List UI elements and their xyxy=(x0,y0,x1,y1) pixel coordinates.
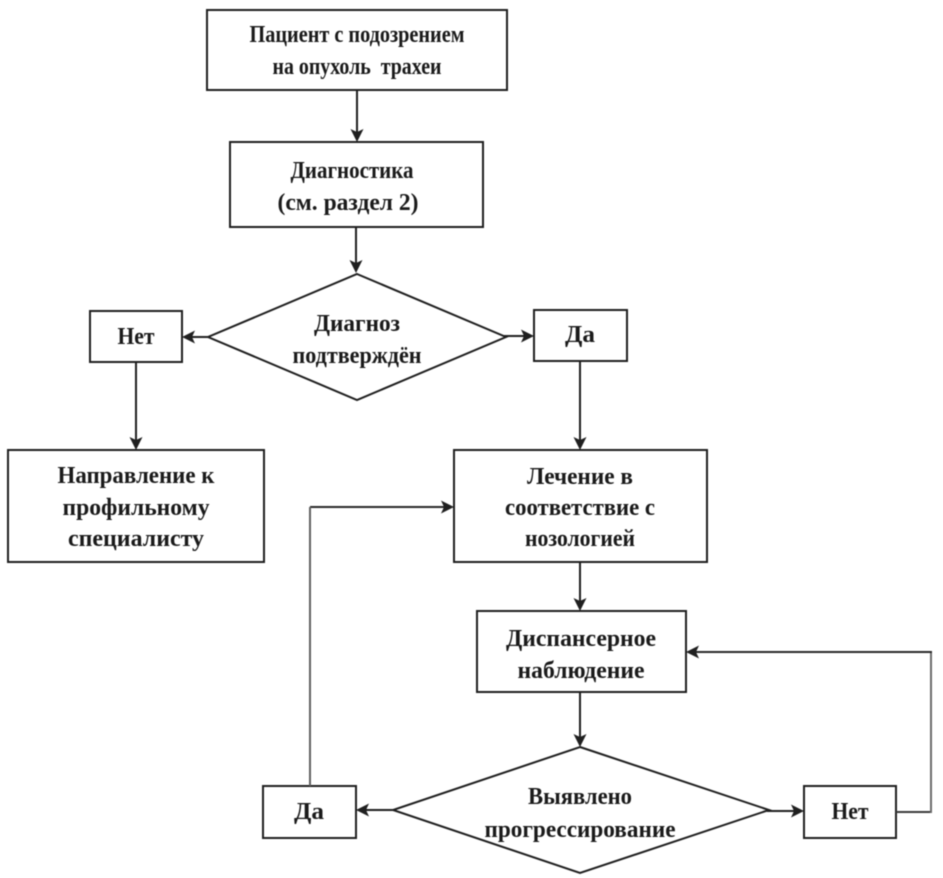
svg-text:Да: Да xyxy=(294,799,324,825)
svg-text:Диагноз: Диагноз xyxy=(314,311,400,337)
svg-text:на опухоль трахеи: на опухоль трахеи xyxy=(273,54,442,80)
svg-text:соответствие с: соответствие с xyxy=(505,495,655,521)
svg-text:Нет: Нет xyxy=(118,324,155,350)
svg-text:специалисту: специалисту xyxy=(68,526,204,552)
svg-text:Направление к: Направление к xyxy=(58,463,215,489)
svg-text:Выявлено: Выявлено xyxy=(528,784,632,810)
svg-text:Диспансерное: Диспансерное xyxy=(506,626,656,652)
svg-text:Да: Да xyxy=(565,322,595,348)
svg-text:прогрессирование: прогрессирование xyxy=(485,817,676,843)
svg-text:подтверждён: подтверждён xyxy=(293,343,422,369)
svg-text:Пациент с подозрением: Пациент с подозрением xyxy=(250,22,465,48)
svg-text:нозологией: нозологией xyxy=(525,526,635,552)
svg-text:Лечение в: Лечение в xyxy=(527,464,633,490)
svg-text:наблюдение: наблюдение xyxy=(518,658,645,684)
svg-text:Нет: Нет xyxy=(832,799,869,825)
svg-text:профильному: профильному xyxy=(63,495,210,521)
svg-text:(см. раздел 2): (см. раздел 2) xyxy=(278,190,419,216)
svg-text:Диагностика: Диагностика xyxy=(291,158,414,184)
